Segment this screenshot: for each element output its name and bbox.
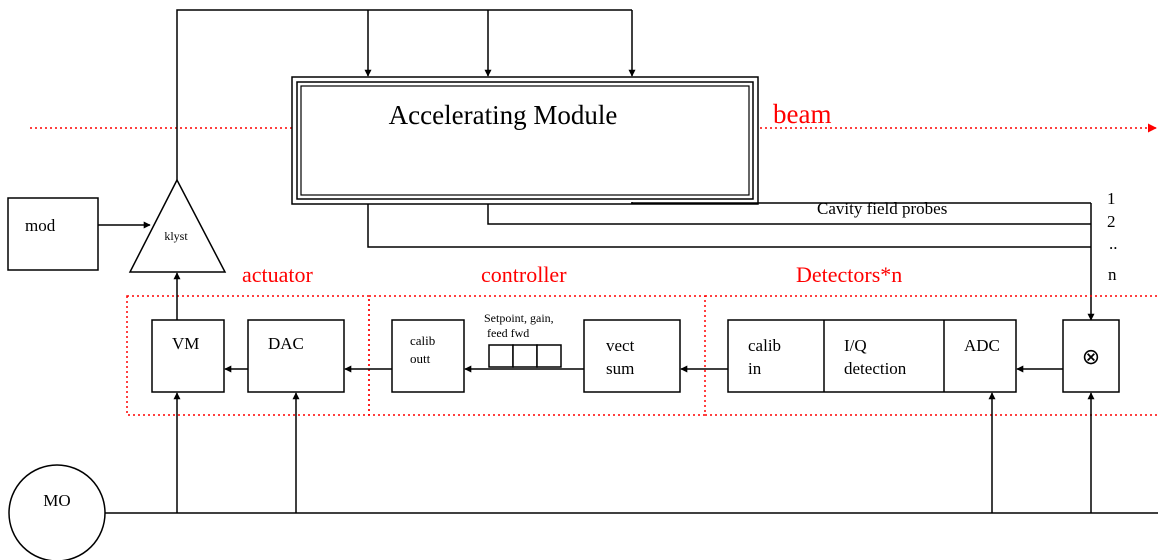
probe-wire-1 (631, 202, 1091, 204)
calib-out-line-2: outt (410, 351, 431, 366)
probe-number-n: n (1108, 265, 1117, 284)
detector-box (727, 319, 1017, 393)
calib-out-box (391, 319, 465, 393)
setpoint-registers (488, 344, 562, 368)
setpoint-line-1: Setpoint, gain, (484, 311, 554, 325)
klystron-feed-line (176, 9, 632, 180)
mo-circle (8, 464, 106, 560)
mo-label: MO (43, 491, 70, 510)
calib-out-line-1: calib (410, 333, 435, 348)
vect-sum-line-1: vect (606, 336, 635, 355)
calib-in-line-1: calib (748, 336, 781, 355)
actuator-label: actuator (242, 262, 314, 287)
vect-sum-line-2: sum (606, 359, 634, 378)
mod-box (7, 197, 99, 271)
dac-box (247, 319, 345, 393)
mixer-box (1062, 319, 1120, 393)
accelerating-module: Accelerating Module (291, 76, 759, 205)
vm-label: VM (172, 334, 199, 353)
vm-box (151, 319, 225, 393)
setpoint-line-2: feed fwd (487, 326, 529, 340)
mixer-icon: ⊗ (1082, 344, 1100, 369)
beam-label: beam (773, 99, 831, 129)
probe-number-2: 2 (1107, 212, 1116, 231)
iq-line-2: detection (844, 359, 907, 378)
probe-wire-3 (367, 204, 1091, 248)
klystron-label: klyst (164, 229, 188, 243)
iq-line-1: I/Q (844, 336, 867, 355)
module-label: Accelerating Module (389, 100, 618, 130)
controller-label: controller (481, 262, 567, 287)
probe-wire-2 (487, 204, 1091, 225)
klystron-triangle (128, 178, 227, 273)
calib-in-line-2: in (748, 359, 762, 378)
adc-label: ADC (964, 336, 1000, 355)
probes-label: Cavity field probes (817, 199, 947, 218)
detectors-label: Detectors*n (796, 262, 902, 287)
dac-label: DAC (268, 334, 304, 353)
mod-label: mod (25, 216, 56, 235)
probe-number-dots: .. (1109, 234, 1118, 253)
probe-number-1: 1 (1107, 189, 1116, 208)
vect-sum-box (583, 319, 681, 393)
controller-group (368, 295, 706, 416)
